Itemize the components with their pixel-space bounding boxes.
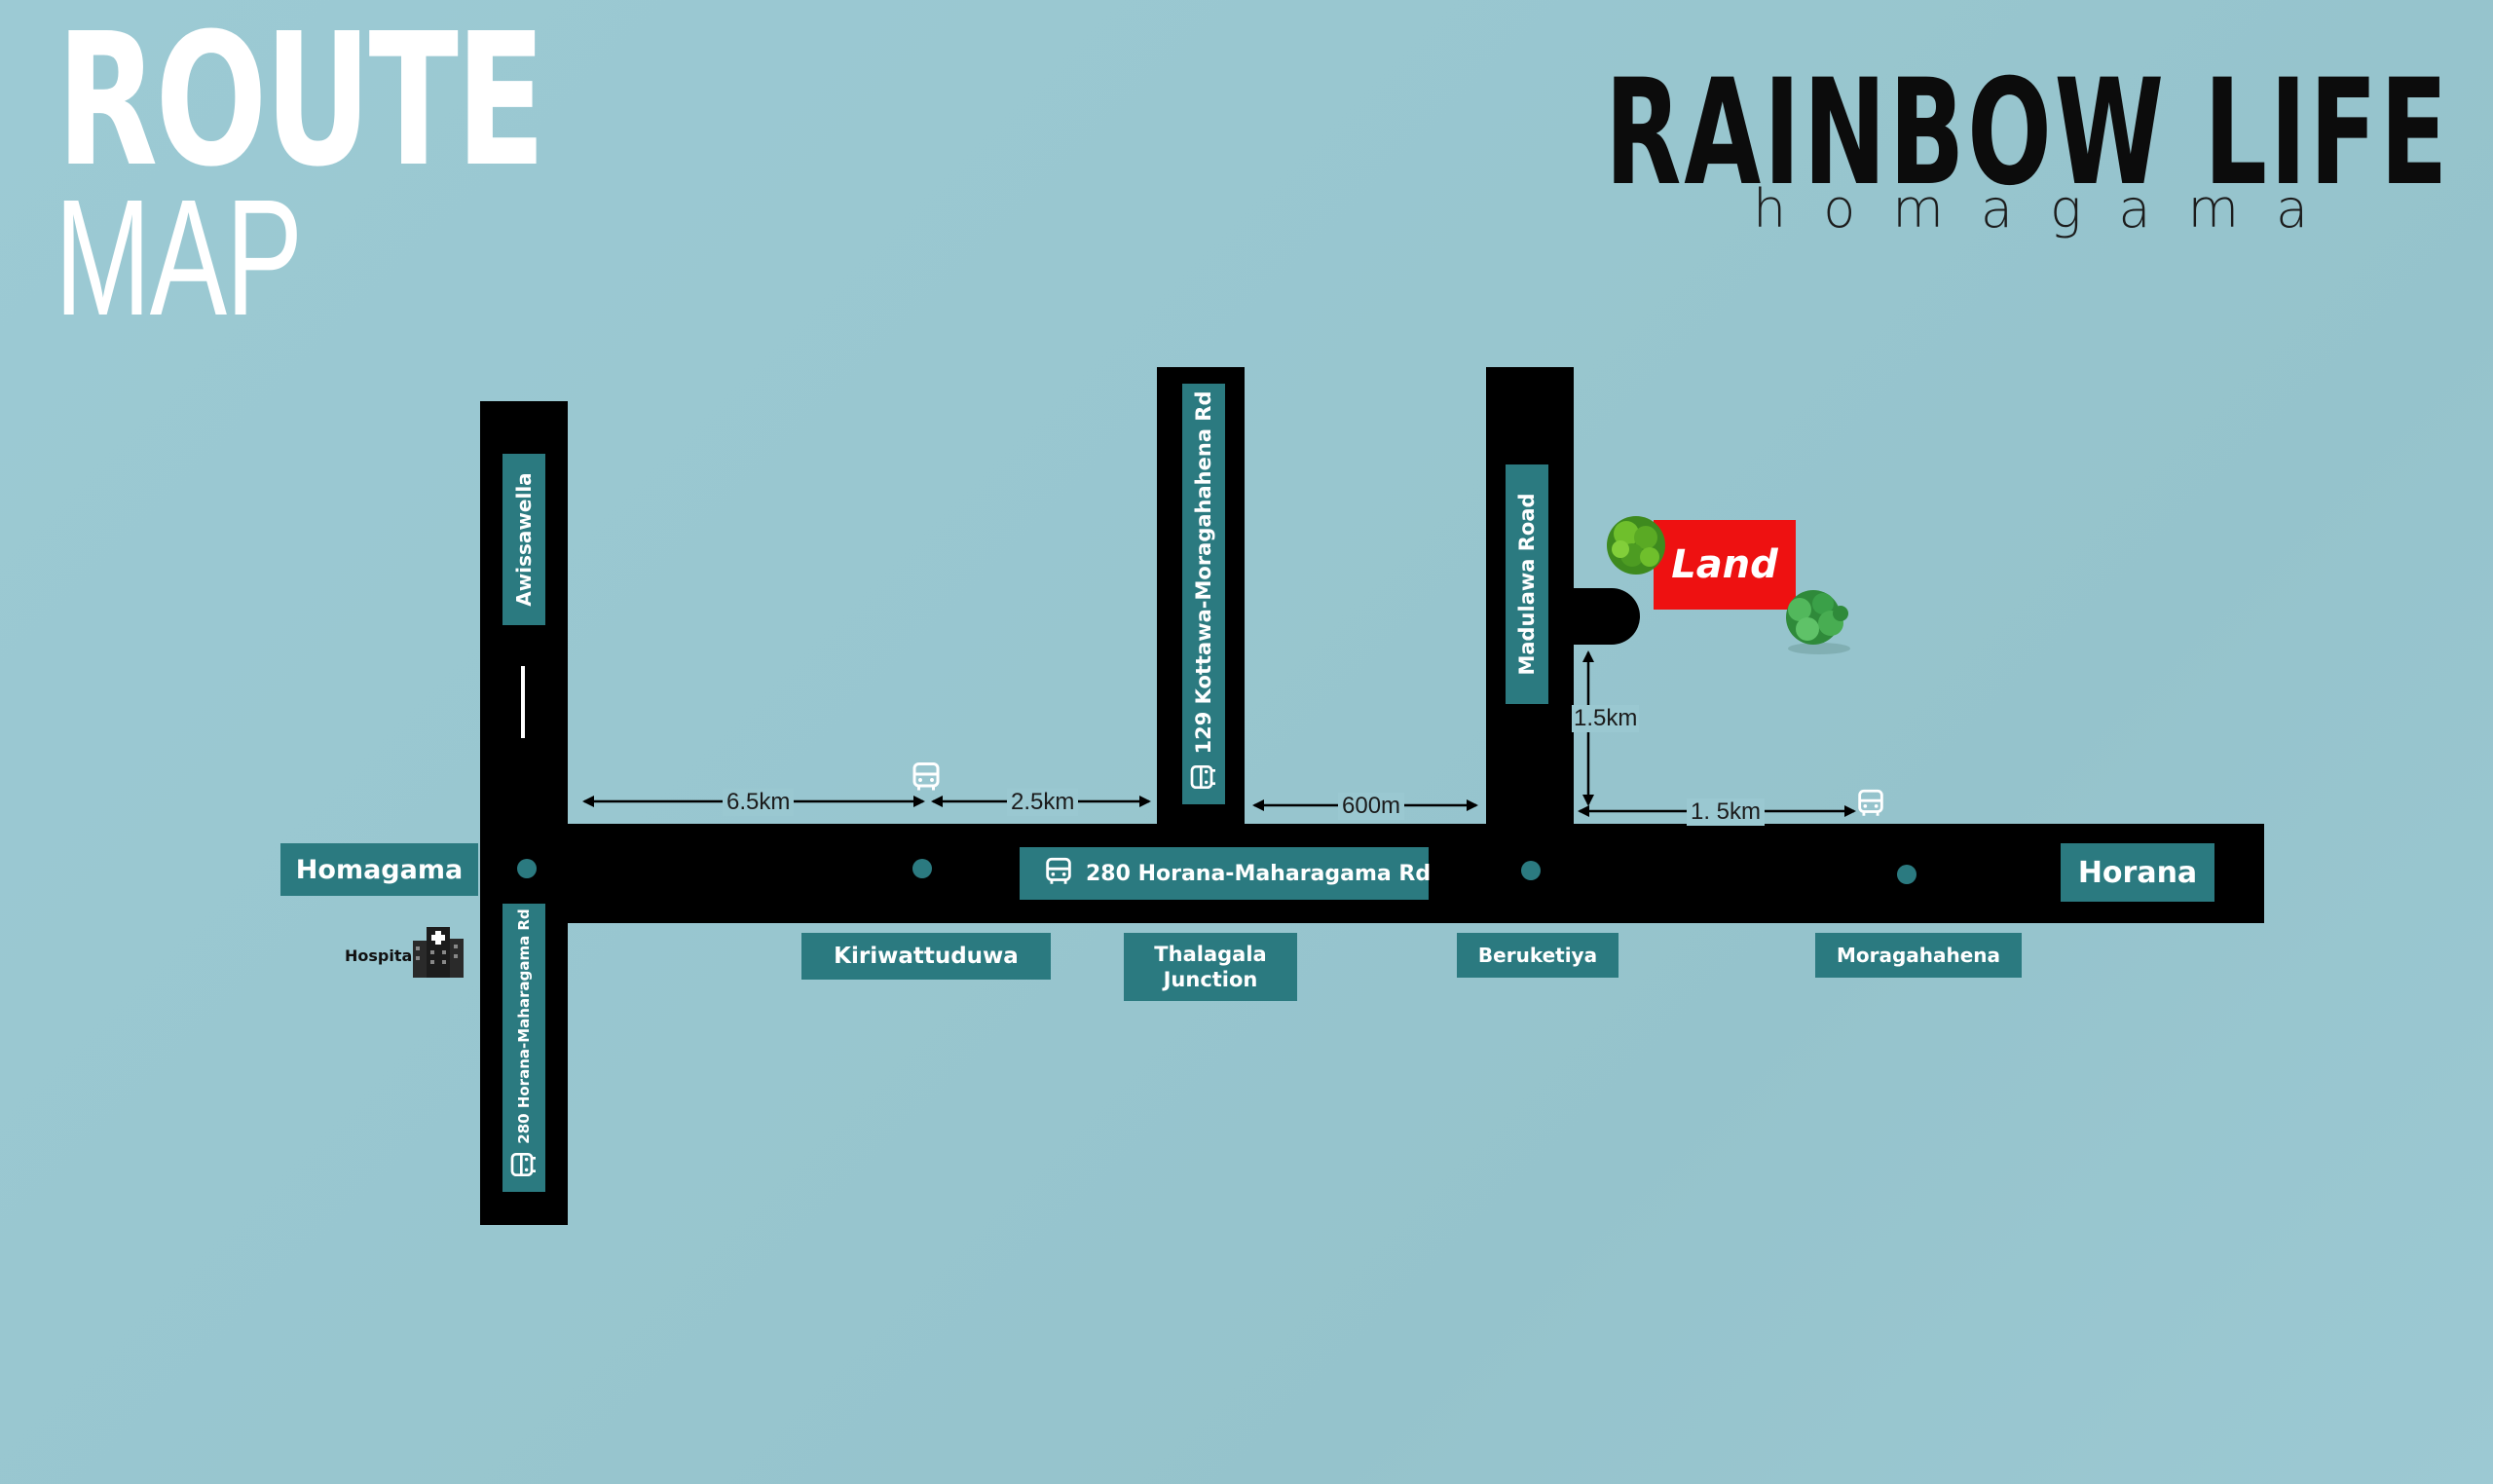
hospital-icon: [413, 927, 464, 978]
tree-icon-left: [1607, 516, 1665, 575]
place-beruketiya: Beruketiya: [1457, 933, 1619, 978]
brand-title: RAINBOW LIFE: [1605, 49, 2451, 218]
bus-icon-kiriwattuduwa: [912, 762, 940, 791]
place-moragahahena: Moragahahena: [1815, 933, 2022, 978]
junction-dot-moragahahena: [1897, 865, 1916, 884]
road-label-madulawa: Madulawa Road: [1506, 464, 1548, 704]
map-heading: MAP: [55, 166, 303, 351]
road-label-awissawella: Awissawella: [502, 454, 545, 625]
distance-1-5km-east: 1. 5km: [1687, 798, 1766, 826]
brand-subtitle: homagama: [1753, 178, 2346, 240]
bus-icon-moragahahena: [1858, 789, 1883, 816]
bus-icon-left-road: [510, 1153, 536, 1176]
junction-dot-homagama: [517, 859, 537, 878]
land-access-stub: [1570, 588, 1640, 645]
place-horana: Horana: [2061, 843, 2214, 902]
distance-6-5km: 6.5km: [723, 789, 795, 816]
place-homagama: Homagama: [280, 843, 478, 896]
junction-dot-kiriwattuduwa: [912, 859, 932, 878]
place-kiriwattuduwa: Kiriwattuduwa: [801, 933, 1051, 980]
distance-2-5km: 2.5km: [1007, 789, 1079, 816]
bus-icon-main-road: [1046, 857, 1071, 884]
land-plot: Land: [1654, 520, 1796, 610]
hospital-label: Hospital: [345, 946, 418, 965]
road-label-kottawa: 129 Kottawa-Moragahahena Rd: [1182, 384, 1225, 804]
junction-dot-beruketiya: [1521, 861, 1541, 880]
distance-1-5km-north: 1.5km: [1572, 705, 1640, 732]
route-heading: ROUTE: [56, 0, 545, 207]
tree-icon-right: [1786, 590, 1850, 654]
road-label-280-main: 280 Horana-Maharagama Rd: [1020, 847, 1431, 900]
road-label-280-south: 280 Horana-Maharagama Rd: [502, 904, 545, 1192]
distance-600m: 600m: [1338, 793, 1405, 820]
bus-icon-kottawa-road: [1190, 765, 1215, 789]
lane-marker: [521, 666, 525, 738]
